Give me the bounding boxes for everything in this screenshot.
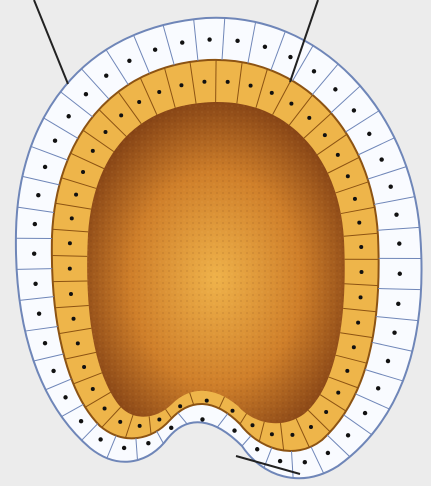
inner-cell-nucleus (356, 321, 360, 325)
outer-cell-nucleus (312, 69, 316, 73)
outer-cell-nucleus (146, 441, 150, 445)
outer-cell-nucleus (43, 165, 47, 169)
outer-cell-nucleus (32, 251, 36, 255)
outer-cell-nucleus (207, 37, 211, 41)
inner-cell-nucleus (76, 341, 80, 345)
cavity-texture (87, 102, 345, 423)
inner-cell-nucleus (231, 409, 235, 413)
outer-cell-nucleus (33, 222, 37, 226)
inner-cell-nucleus (309, 425, 313, 429)
outer-cell-nucleus (398, 272, 402, 276)
inner-cell-nucleus (323, 133, 327, 137)
outer-cell-nucleus (333, 87, 337, 91)
inner-cell-nucleus (250, 423, 254, 427)
outer-cell-nucleus (396, 302, 400, 306)
outer-cell-nucleus (127, 59, 131, 63)
inner-cell-nucleus (178, 404, 182, 408)
outer-cell-nucleus (84, 92, 88, 96)
outer-cell-nucleus (255, 447, 259, 451)
outer-cell-nucleus (180, 40, 184, 44)
inner-cell-nucleus (270, 91, 274, 95)
inner-cell-nucleus (72, 317, 76, 321)
inner-cell-nucleus (352, 345, 356, 349)
outer-cell-nucleus (51, 369, 55, 373)
inner-cell-nucleus (360, 270, 364, 274)
inner-cell-nucleus (69, 292, 73, 296)
inner-cell-nucleus (68, 241, 72, 245)
outer-cell-nucleus (36, 193, 40, 197)
inner-cell-nucleus (157, 90, 161, 94)
outer-cell-nucleus (37, 311, 41, 315)
inner-cell-nucleus (70, 216, 74, 220)
outer-cell-nucleus (66, 114, 70, 118)
inner-cell-nucleus (324, 410, 328, 414)
inner-cell-nucleus (226, 80, 230, 84)
inner-cell-nucleus (74, 193, 78, 197)
outer-cell-nucleus (386, 359, 390, 363)
outer-cell-nucleus (263, 45, 267, 49)
inner-cell-nucleus (289, 102, 293, 106)
inner-cell-nucleus (103, 130, 107, 134)
inner-cell-nucleus (81, 170, 85, 174)
inner-cell-nucleus (179, 83, 183, 87)
outer-cell-nucleus (363, 411, 367, 415)
outer-cell-nucleus (278, 459, 282, 463)
outer-cell-nucleus (153, 48, 157, 52)
inner-cell-nucleus (290, 433, 294, 437)
outer-cell-nucleus (352, 108, 356, 112)
inner-cell-nucleus (336, 153, 340, 157)
outer-cell-nucleus (303, 460, 307, 464)
inner-cell-nucleus (346, 174, 350, 178)
inner-cell-wall (53, 281, 88, 282)
inner-cell-nucleus (359, 245, 363, 249)
inner-cell-nucleus (118, 420, 122, 424)
inner-cell-nucleus (357, 221, 361, 225)
inner-cell-nucleus (353, 197, 357, 201)
outer-cell-nucleus (79, 419, 83, 423)
outer-cell-nucleus (379, 157, 383, 161)
outer-cell-nucleus (232, 428, 236, 432)
inner-cell-nucleus (138, 424, 142, 428)
inner-cell-nucleus (359, 295, 363, 299)
outer-cell-nucleus (394, 212, 398, 216)
inner-cell-nucleus (137, 100, 141, 104)
inner-cell-nucleus (307, 116, 311, 120)
outer-cell-nucleus (33, 282, 37, 286)
outer-cell-nucleus (376, 386, 380, 390)
inner-cell-nucleus (205, 399, 209, 403)
inner-cell-nucleus (68, 267, 72, 271)
inner-cell-nucleus (249, 84, 253, 88)
outer-cell-nucleus (288, 55, 292, 59)
outer-cell-nucleus (235, 39, 239, 43)
outer-cell-nucleus (63, 395, 67, 399)
inner-cell-nucleus (345, 369, 349, 373)
inner-cell-nucleus (82, 365, 86, 369)
outer-cell-nucleus (43, 341, 47, 345)
inner-cell-nucleus (270, 432, 274, 436)
outer-cell-nucleus (122, 446, 126, 450)
outer-cell-nucleus (200, 417, 204, 421)
outer-cell-nucleus (346, 433, 350, 437)
outer-cell-nucleus (53, 139, 57, 143)
inner-cell-nucleus (119, 113, 123, 117)
outer-cell-nucleus (389, 184, 393, 188)
inner-cell-nucleus (91, 149, 95, 153)
outer-cell-nucleus (367, 132, 371, 136)
outer-cell-nucleus (392, 330, 396, 334)
inner-cell-nucleus (157, 417, 161, 421)
outer-cell-nucleus (104, 73, 108, 77)
outer-cell-nucleus (326, 451, 330, 455)
inner-cell-nucleus (91, 387, 95, 391)
inner-cell-nucleus (103, 407, 107, 411)
inner-cell-nucleus (336, 391, 340, 395)
outer-cell-nucleus (397, 241, 401, 245)
outer-cell-nucleus (169, 426, 173, 430)
outer-cell-nucleus (98, 437, 102, 441)
inner-cell-nucleus (202, 80, 206, 84)
